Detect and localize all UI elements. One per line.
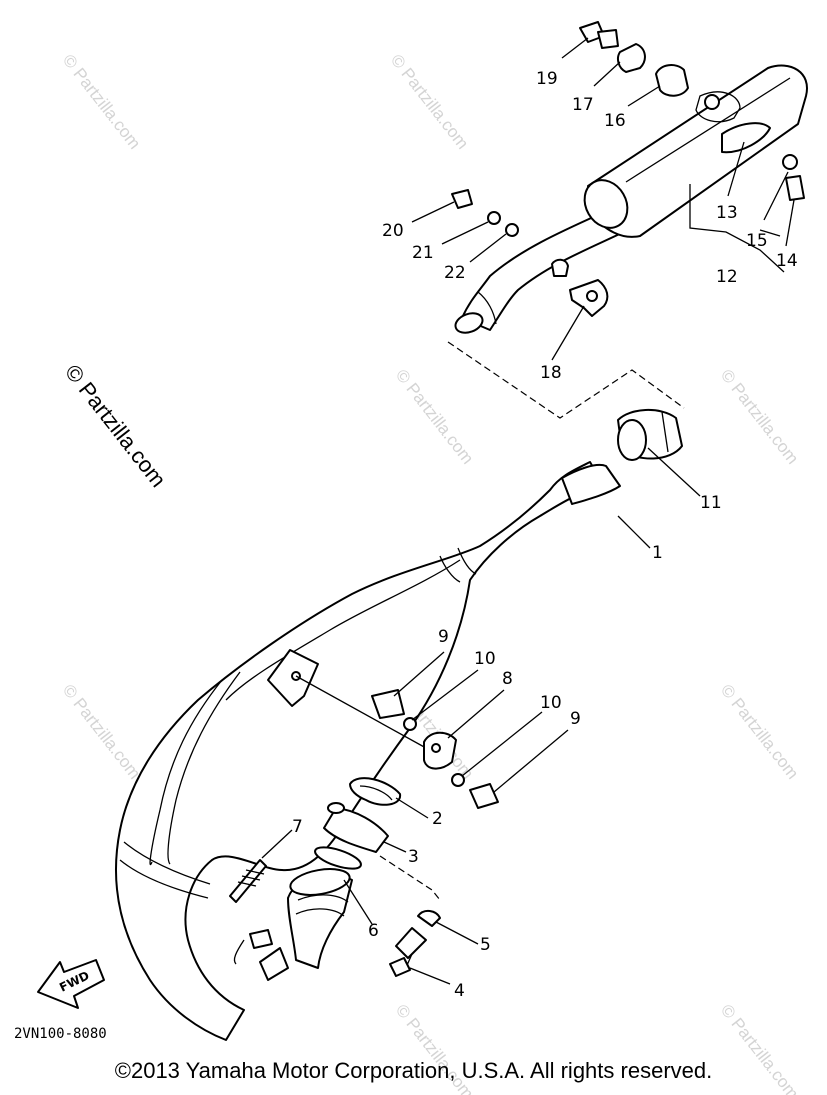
callout-6: 6 xyxy=(368,921,379,941)
watermark: © Partzilla.com xyxy=(717,681,803,783)
callout-15: 15 xyxy=(746,231,768,251)
callout-7: 7 xyxy=(292,817,303,837)
muffler-assembly xyxy=(454,64,808,334)
fwd-arrow: FWD xyxy=(37,959,105,1009)
callout-16: 16 xyxy=(604,111,626,131)
callout-9-lower: 9 xyxy=(570,709,581,729)
callout-10-upper: 10 xyxy=(474,649,496,669)
watermark: © Partzilla.com xyxy=(59,51,145,153)
watermark-main: © Partzilla.com xyxy=(60,360,171,492)
connection-dashed-line xyxy=(447,341,685,419)
callout-21: 21 xyxy=(412,243,434,263)
mounting-hardware xyxy=(229,649,499,981)
callout-3: 3 xyxy=(408,847,419,867)
callout-10-lower: 10 xyxy=(540,693,562,713)
watermark: © Partzilla.com xyxy=(392,366,478,468)
callout-22: 22 xyxy=(444,263,466,283)
callout-4: 4 xyxy=(454,981,465,1001)
callout-18: 18 xyxy=(540,363,562,383)
muffler-hardware xyxy=(451,21,805,317)
callout-13: 13 xyxy=(716,203,738,223)
watermark: © Partzilla.com xyxy=(59,681,145,783)
callout-1: 1 xyxy=(652,543,663,563)
callout-19: 19 xyxy=(536,69,558,89)
leader-lines-lower xyxy=(233,515,651,985)
leader-lines-upper xyxy=(411,37,795,361)
expansion-chamber xyxy=(115,461,621,1041)
callout-9-upper: 9 xyxy=(438,627,449,647)
copyright-notice: ©2013 Yamaha Motor Corporation, U.S.A. A… xyxy=(114,1058,713,1083)
callout-17: 17 xyxy=(572,95,594,115)
watermark: © Partzilla.com xyxy=(717,366,803,468)
callout-20: 20 xyxy=(382,221,404,241)
watermark: © Partzilla.com xyxy=(387,51,473,153)
callout-labels: 19 17 16 13 15 14 12 20 21 22 18 11 1 9 … xyxy=(292,69,798,1001)
callout-11: 11 xyxy=(700,493,722,513)
callout-8: 8 xyxy=(502,669,513,689)
drawing-code: 2VN100-8080 xyxy=(14,1026,107,1042)
joint-part-11 xyxy=(617,408,701,497)
callout-12: 12 xyxy=(716,267,738,287)
callout-2: 2 xyxy=(432,809,443,829)
callout-5: 5 xyxy=(480,935,491,955)
callout-14: 14 xyxy=(776,251,798,271)
